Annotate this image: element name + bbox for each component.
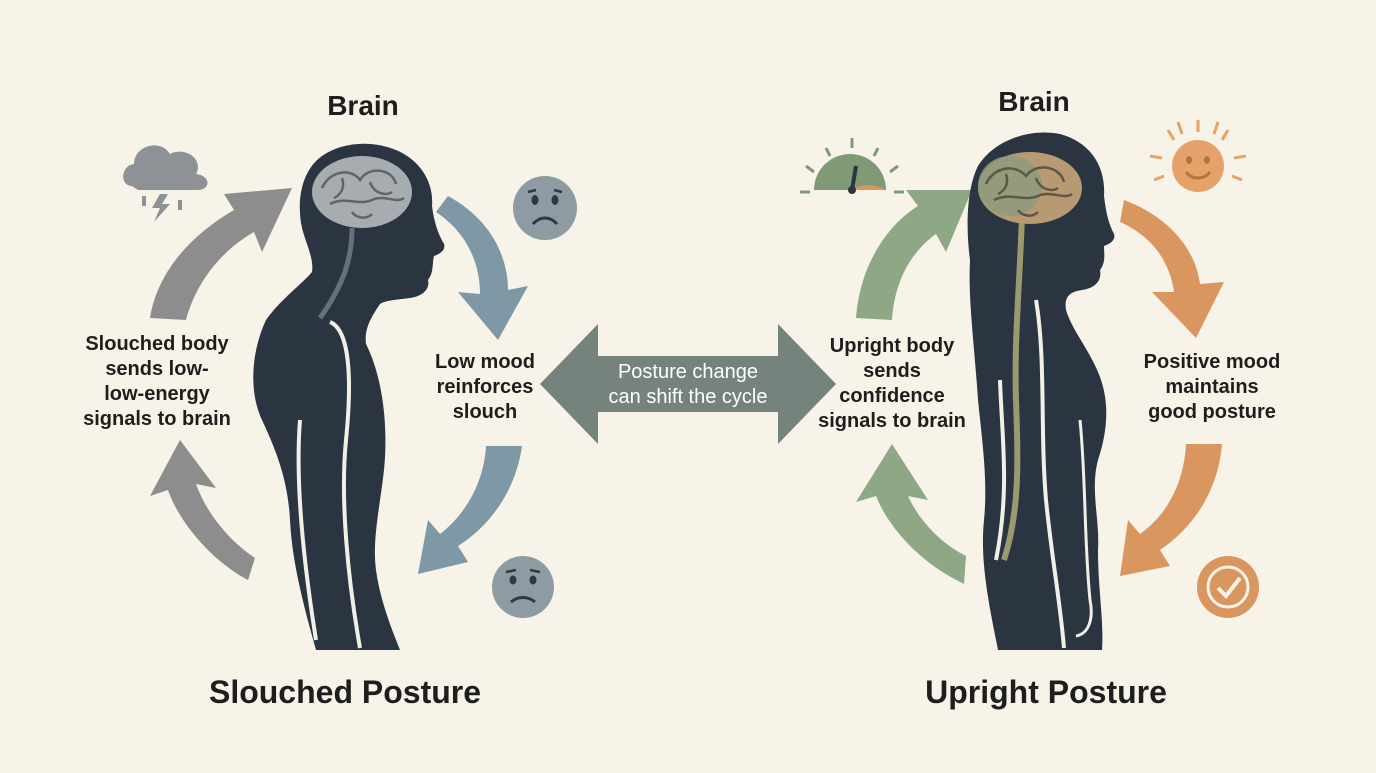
upright-back-contour — [994, 379, 1007, 561]
upright-up-caption: Upright body sends confidence signals to… — [818, 335, 966, 432]
slouched-cycle-arrow-up-lower — [150, 440, 255, 580]
center-double-arrow — [540, 324, 836, 444]
upright-posture-title: Upright Posture — [925, 674, 1167, 710]
sad-face-icon — [513, 176, 577, 240]
upright-brain-icon — [978, 152, 1082, 224]
storm-cloud-icon — [123, 145, 208, 222]
upright-cycle-arrow-down-lower — [1120, 444, 1222, 576]
upright-spine-line — [1001, 213, 1025, 561]
upright-cycle-arrow-up-upper — [856, 190, 972, 320]
upright-down-caption: Positive mood maintains good posture — [1143, 351, 1281, 423]
upright-cycle-arrow-down-upper — [1120, 200, 1224, 338]
worried-face-icon — [492, 556, 554, 618]
upright-body-contour — [1034, 299, 1066, 649]
upright-arm-contour — [1075, 419, 1093, 638]
slouched-posture-title: Slouched Posture — [208, 674, 482, 710]
slouched-back-contour — [296, 419, 318, 641]
slouched-spine-line — [317, 227, 355, 320]
gauge-icon — [800, 138, 904, 194]
slouched-cycle-arrow-down-lower — [418, 446, 522, 574]
sun-smile-icon — [1149, 120, 1247, 192]
slouched-down-caption: Low mood reinforces slouch — [435, 351, 535, 423]
slouched-body-contour — [329, 320, 362, 649]
checkmark-icon — [1197, 556, 1259, 618]
slouched-up-caption: Slouched body sends low- low-energy sign… — [83, 333, 231, 430]
upright-cycle-arrow-up-lower — [856, 444, 966, 584]
center-arrow-caption: Posture change can shift the cycle — [608, 361, 768, 408]
slouched-brain-label: Brain — [327, 90, 399, 121]
upright-brain-label: Brain — [998, 86, 1070, 117]
slouched-cycle-arrow-down-upper — [436, 196, 528, 340]
slouched-cycle-arrow-up-upper — [150, 188, 292, 320]
slouched-brain-icon — [312, 156, 412, 228]
